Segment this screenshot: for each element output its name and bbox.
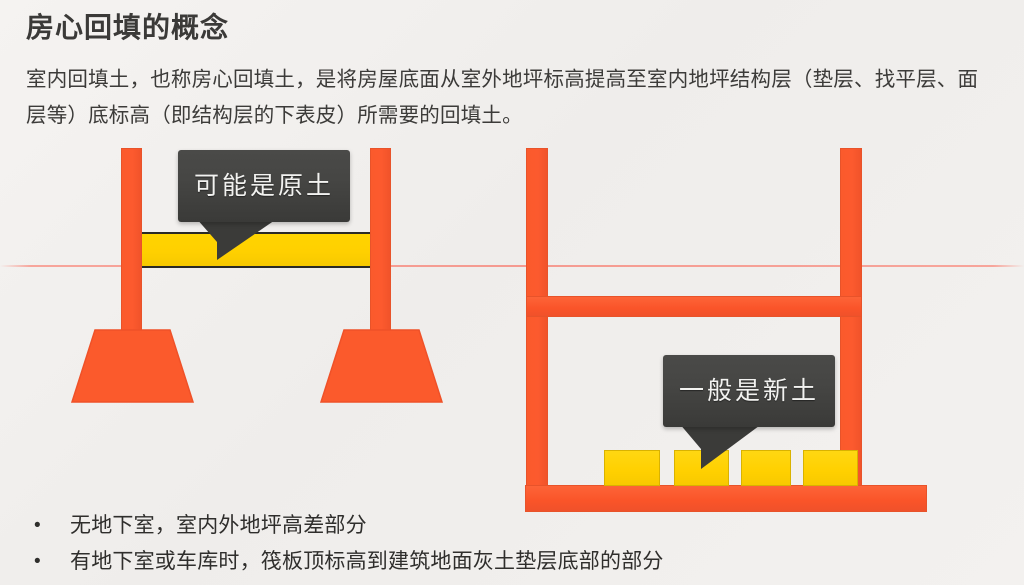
- left-diagram-column-1: [121, 148, 142, 334]
- right-callout: 一般是新土: [663, 355, 835, 470]
- right-callout-tail: [679, 423, 763, 469]
- bullet-marker-icon: •: [34, 515, 41, 536]
- right-diagram-column-1: [526, 148, 548, 488]
- diagram-left: 可能是原土: [0, 0, 470, 420]
- grade-level-line: [0, 265, 1024, 267]
- right-fill-block-3: [741, 450, 791, 486]
- bullet-list: • 无地下室，室内外地坪高差部分 • 有地下室或车库时，筏板顶标高到建筑地面灰土…: [26, 508, 1006, 580]
- list-item: • 无地下室，室内外地坪高差部分: [26, 508, 1006, 544]
- list-item: • 有地下室或车库时，筏板顶标高到建筑地面灰土垫层底部的部分: [26, 544, 1006, 580]
- right-diagram-column-2: [840, 148, 862, 488]
- right-fill-block-1: [604, 450, 660, 486]
- right-callout-label: 一般是新土: [678, 376, 819, 405]
- bullet-marker-icon: •: [34, 551, 41, 572]
- left-callout: 可能是原土: [178, 150, 350, 260]
- left-diagram-footing-1: [70, 329, 195, 403]
- page-title: 房心回填的概念: [26, 12, 230, 43]
- right-fill-block-4: [803, 450, 858, 486]
- bullet-text: 有地下室或车库时，筏板顶标高到建筑地面灰土垫层底部的部分: [70, 550, 664, 573]
- intro-paragraph: 室内回填土，也称房心回填土，是将房屋底面从室外地坪标高提高至室内地坪结构层（垫层…: [26, 68, 979, 127]
- diagram-right: 一般是新土: [490, 0, 1024, 530]
- bullet-text: 无地下室，室内外地坪高差部分: [70, 514, 367, 537]
- left-callout-label: 可能是原土: [193, 171, 334, 200]
- right-callout-box: 一般是新土: [663, 355, 835, 427]
- left-callout-tail: [196, 218, 278, 260]
- left-diagram-footing-2: [319, 329, 444, 403]
- left-diagram-column-2: [370, 148, 391, 334]
- left-callout-box: 可能是原土: [178, 150, 350, 222]
- right-diagram-beam: [526, 296, 862, 317]
